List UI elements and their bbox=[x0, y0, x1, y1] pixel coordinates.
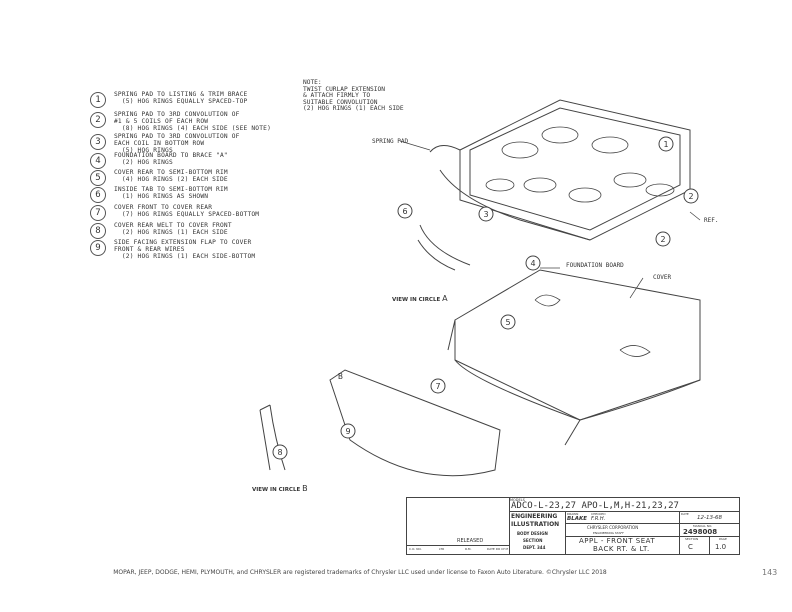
callout-number: 6 bbox=[402, 207, 407, 216]
legend-text: COVER FRONT TO COVER REAR (7) HOG RINGS … bbox=[114, 204, 260, 218]
callout-7: 7 bbox=[430, 378, 446, 394]
legend-number: 9 bbox=[90, 240, 106, 256]
label-foundation-board: FOUNDATION BOARD bbox=[566, 262, 624, 269]
date: 12-13-68 bbox=[697, 515, 722, 521]
label-circle-b: B bbox=[338, 372, 343, 381]
page-label: PAGE bbox=[719, 537, 727, 541]
date-label: DATE bbox=[681, 512, 689, 516]
checked-label: CHECKED bbox=[591, 512, 606, 516]
spring-pad-drawing bbox=[429, 99, 691, 241]
legend-item: 9 SIDE FACING EXTENSION FLAP TO COVER FRO… bbox=[90, 239, 256, 260]
callout-number: 5 bbox=[505, 318, 510, 327]
callout-number: 8 bbox=[277, 448, 282, 457]
callout-2: 2 bbox=[655, 231, 671, 247]
released: RELEASED bbox=[457, 538, 484, 544]
view-b-drawing bbox=[259, 404, 286, 471]
drawn-by: BLAKE bbox=[567, 516, 587, 522]
legend-text: COVER REAR TO SEMI-BOTTOM RIM (4) HOG RI… bbox=[114, 169, 228, 183]
callout-3: 3 bbox=[478, 206, 494, 222]
legend-text: INSIDE TAB TO SEMI-BOTTOM RIM (1) HOG RI… bbox=[114, 186, 228, 200]
legend-number: 5 bbox=[90, 170, 106, 186]
callout-9: 9 bbox=[340, 423, 356, 439]
section-value: C bbox=[688, 543, 693, 551]
legend-text: FOUNDATION BOARD TO BRACE "A" (2) HOG RI… bbox=[114, 152, 228, 166]
legend-item: 1 SPRING PAD TO LISTING & TRIM BRACE (5) … bbox=[90, 91, 248, 108]
callout-number: 9 bbox=[345, 427, 350, 436]
manual-number: 2498008 bbox=[683, 528, 718, 536]
callout-1: 1 bbox=[658, 136, 674, 152]
engineering: ENGINEERING bbox=[511, 513, 558, 520]
illustration: ILLUSTRATION bbox=[511, 521, 560, 528]
legend-text: SPRING PAD TO LISTING & TRIM BRACE (5) H… bbox=[114, 91, 248, 105]
callout-number: 2 bbox=[688, 192, 693, 201]
col-rm: R.M. bbox=[465, 547, 472, 551]
models-label: MODELS bbox=[510, 498, 525, 502]
note: NOTE: TWIST CURLAP EXTENSION & ATTACH FI… bbox=[303, 79, 404, 113]
seat-cover-drawing bbox=[447, 269, 701, 446]
section-label: SECTION bbox=[685, 537, 699, 541]
title-line-1: APPL - FRONT SEAT bbox=[579, 537, 656, 545]
cover-front-drawing bbox=[329, 369, 501, 477]
legend-item: 6 INSIDE TAB TO SEMI-BOTTOM RIM (1) HOG R… bbox=[90, 186, 228, 203]
legend-number: 2 bbox=[90, 112, 106, 128]
models: ADCO-L-23,27 APO-L,M,H-21,23,27 bbox=[511, 501, 679, 511]
col-co: C.O. NO. bbox=[409, 547, 422, 551]
callout-number: 7 bbox=[435, 382, 440, 391]
page-value: 1.0 bbox=[715, 543, 727, 551]
callout-number: 3 bbox=[483, 210, 488, 219]
legend-item: 8 COVER REAR WELT TO COVER FRONT (2) HOG … bbox=[90, 222, 232, 239]
page-number: 143 bbox=[762, 568, 778, 577]
drawn-label: DRAWN bbox=[567, 512, 579, 516]
callout-6: 6 bbox=[397, 203, 413, 219]
callout-number: 1 bbox=[663, 140, 668, 149]
callout-4: 4 bbox=[525, 255, 541, 271]
callout-number: 2 bbox=[660, 235, 665, 244]
corporation: CHRYSLER CORPORATION bbox=[587, 525, 639, 530]
view-a-drawing bbox=[417, 224, 471, 271]
legend-item: 7 COVER FRONT TO COVER REAR (7) HOG RINGS… bbox=[90, 204, 260, 221]
title-block: MODELS ADCO-L-23,27 APO-L,M,H-21,23,27 E… bbox=[406, 497, 740, 555]
label-cover: COVER bbox=[653, 274, 672, 281]
footer-trademark: MOPAR, JEEP, DODGE, HEMI, PLYMOUTH, and … bbox=[113, 569, 607, 576]
legend-item: 2 SPRING PAD TO 3RD CONVOLUTION OF #1 & 5… bbox=[90, 111, 272, 132]
callout-2: 2 bbox=[683, 188, 699, 204]
manual-label: MANUAL NO. bbox=[693, 524, 713, 528]
section-word: SECTION bbox=[523, 538, 543, 543]
staff: ENGINEERING STAFF bbox=[593, 531, 624, 535]
legend-item: 4 FOUNDATION BOARD TO BRACE "A" (2) HOG R… bbox=[90, 152, 228, 169]
legend-number: 4 bbox=[90, 153, 106, 169]
legend-item: 5 COVER REAR TO SEMI-BOTTOM RIM (4) HOG R… bbox=[90, 169, 228, 186]
legend-text: SPRING PAD TO 3RD CONVOLUTION OF #1 & 5 … bbox=[114, 111, 272, 132]
legend-text: SIDE FACING EXTENSION FLAP TO COVER FRON… bbox=[114, 239, 256, 260]
checked-by: F.R.H. bbox=[591, 516, 606, 522]
legend-item: 3 SPRING PAD TO 3RD CONVOLUTION OF EACH C… bbox=[90, 133, 240, 154]
view-in-circle-a: VIEW IN CIRCLE A bbox=[392, 294, 448, 303]
legend-number: 6 bbox=[90, 187, 106, 203]
label-ref: REF. bbox=[704, 217, 719, 224]
legend-number: 7 bbox=[90, 205, 106, 221]
body-design: BODY DESIGN bbox=[517, 531, 548, 536]
col-date: DATE DR CH E bbox=[487, 547, 509, 551]
callout-5: 5 bbox=[500, 314, 516, 330]
dept: DEPT. 344 bbox=[523, 545, 546, 550]
label-spring-pad: SPRING PAD bbox=[372, 138, 409, 145]
legend-number: 1 bbox=[90, 92, 106, 108]
legend-number: 3 bbox=[90, 134, 106, 150]
legend-text: SPRING PAD TO 3RD CONVOLUTION OF EACH CO… bbox=[114, 133, 240, 154]
callout-8: 8 bbox=[272, 444, 288, 460]
view-in-circle-b: VIEW IN CIRCLE B bbox=[252, 484, 308, 493]
callout-number: 4 bbox=[530, 259, 535, 268]
col-ltr: LTR bbox=[439, 547, 445, 551]
legend-text: COVER REAR WELT TO COVER FRONT (2) HOG R… bbox=[114, 222, 232, 236]
legend-number: 8 bbox=[90, 223, 106, 239]
title-line-2: BACK RT. & LT. bbox=[593, 545, 650, 553]
